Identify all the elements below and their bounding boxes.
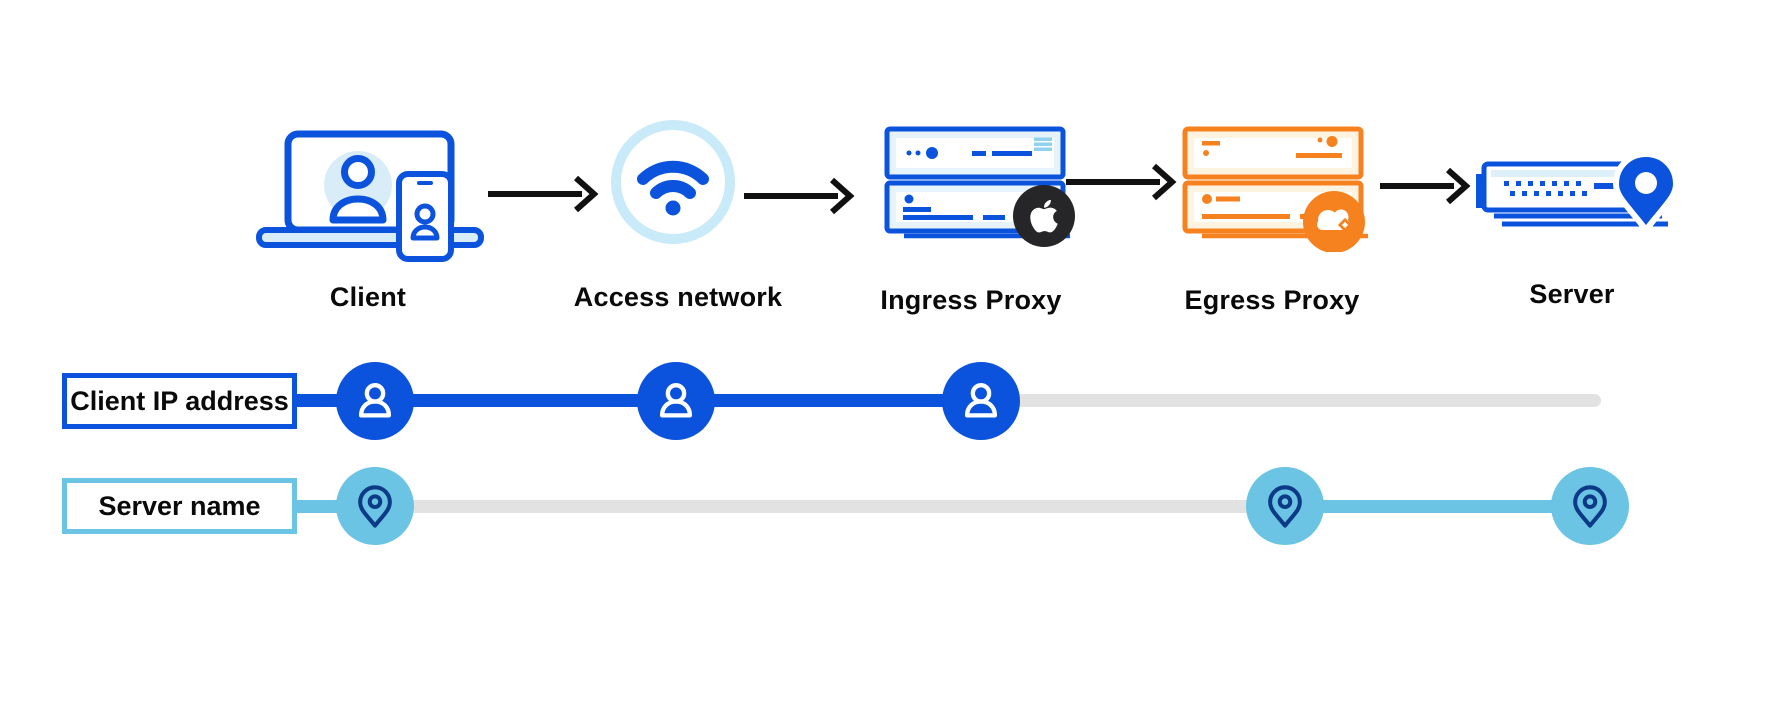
server-stack-blue-icon bbox=[884, 126, 1075, 247]
person-icon bbox=[964, 383, 998, 418]
flow-label-ingress-proxy: Ingress Proxy bbox=[880, 285, 1062, 315]
server-stack-orange-icon bbox=[1182, 126, 1368, 252]
client-ip-marker-access-network bbox=[637, 362, 715, 440]
location-pin-badge-icon bbox=[1612, 150, 1680, 235]
server-name-marker-client bbox=[336, 467, 414, 545]
client-ip-track-inactive-line bbox=[981, 394, 1601, 407]
server-location-icon bbox=[1476, 150, 1680, 235]
server-name-marker-server bbox=[1551, 467, 1629, 545]
flow-arrow-1 bbox=[488, 175, 599, 213]
client-devices-icon bbox=[256, 130, 484, 262]
flow-label-server: Server bbox=[1529, 279, 1615, 309]
server-name-marker-egress-proxy bbox=[1246, 467, 1324, 545]
apple-logo-icon bbox=[1013, 185, 1075, 247]
person-icon bbox=[659, 383, 693, 418]
flow-label-access-network: Access network bbox=[573, 282, 783, 312]
server-name-track-label: Server name bbox=[62, 478, 297, 534]
client-ip-track-label: Client IP address bbox=[62, 373, 297, 429]
server-name-track-active-line bbox=[1285, 500, 1591, 513]
location-pin-icon bbox=[358, 485, 392, 528]
cloudflare-logo-icon bbox=[1303, 191, 1365, 252]
flow-label-egress-proxy: Egress Proxy bbox=[1184, 285, 1360, 315]
flow-arrow-4 bbox=[1380, 167, 1471, 205]
wifi-icon bbox=[611, 120, 735, 244]
flow-label-client: Client bbox=[329, 282, 407, 312]
location-pin-icon bbox=[1573, 485, 1607, 528]
flow-arrow-2 bbox=[744, 177, 855, 215]
person-icon bbox=[358, 383, 392, 418]
client-ip-marker-client bbox=[336, 362, 414, 440]
location-pin-icon bbox=[1268, 485, 1302, 528]
client-ip-marker-ingress-proxy bbox=[942, 362, 1020, 440]
flow-arrow-3 bbox=[1066, 163, 1177, 201]
server-name-track-inactive-line bbox=[375, 500, 1287, 513]
